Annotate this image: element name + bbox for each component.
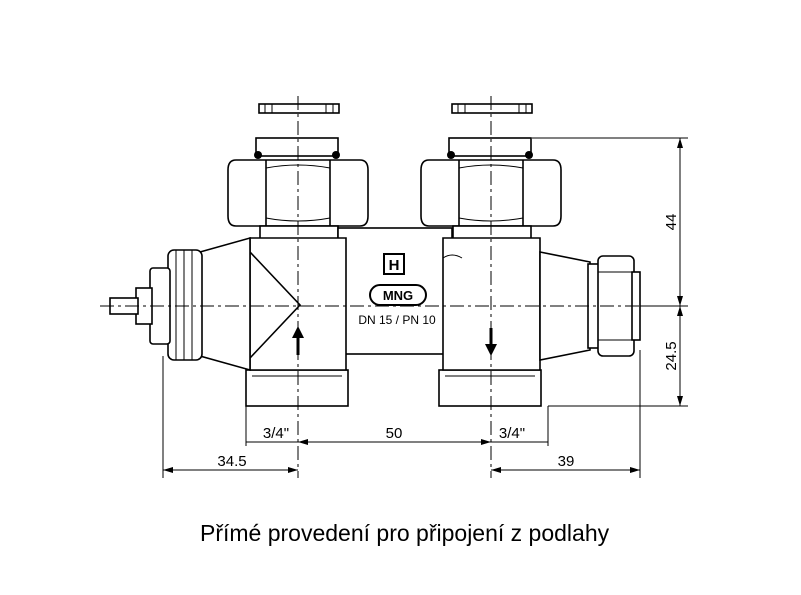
dim-left-thread: 3/4" — [263, 425, 289, 442]
centerlines — [100, 96, 650, 478]
dim-top-height: 44 — [663, 214, 680, 231]
svg-text:H: H — [389, 257, 400, 274]
dim-right-offset: 39 — [558, 453, 575, 470]
dim-bottom-height: 24.5 — [663, 341, 680, 370]
dimension-lines — [162, 137, 688, 478]
left-seal-ring — [258, 103, 340, 114]
figure-caption: Přímé provedení pro připojení z podlahy — [200, 520, 610, 546]
rating-label: DN 15 / PN 10 — [358, 313, 436, 327]
brand-logo: MNG — [369, 284, 427, 306]
dim-center-spacing: 50 — [386, 425, 403, 442]
right-connector — [420, 137, 562, 407]
svg-text:MNG: MNG — [383, 288, 413, 303]
right-seal-ring — [451, 103, 533, 114]
dim-left-offset: 34.5 — [217, 453, 246, 470]
h-logo: H — [383, 253, 405, 275]
dim-right-thread: 3/4" — [499, 425, 525, 442]
thermostat-head — [109, 249, 203, 361]
